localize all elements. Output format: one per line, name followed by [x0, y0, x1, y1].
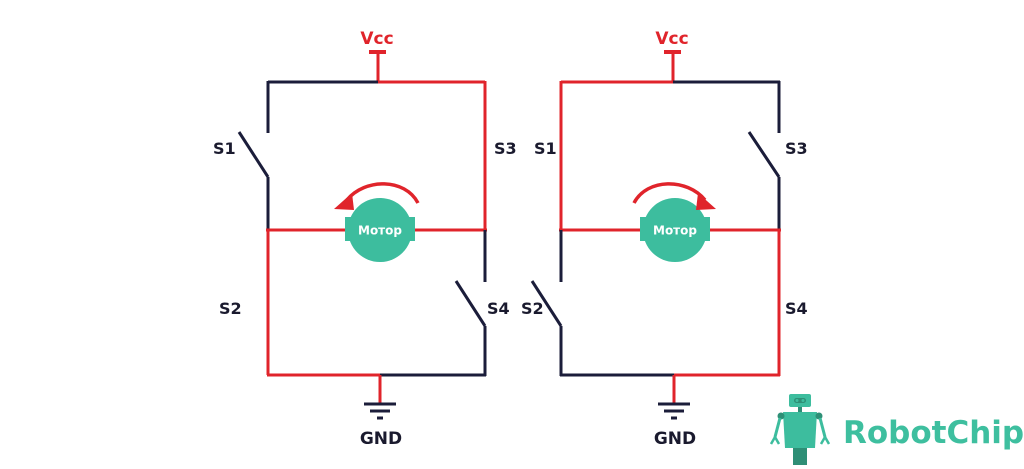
s3-switch-blade — [747, 131, 781, 178]
s4-switch-blade — [454, 280, 487, 327]
logo-text: RobotChip — [843, 415, 1024, 451]
circuit-right: Vcc GND S1 S2 S3 S4 — [521, 29, 808, 449]
motor: Мотор — [640, 198, 710, 262]
switch-label-s4: S4 — [785, 299, 808, 318]
motor-label: Мотор — [358, 224, 402, 238]
ground-symbol — [658, 402, 690, 420]
motor-label: Мотор — [653, 224, 697, 238]
robotchip-logo: RobotChip — [769, 394, 1024, 465]
s1-switch-blade — [237, 131, 270, 178]
rotation-arrow-ccw-icon — [334, 182, 420, 210]
ground-symbol — [364, 402, 396, 420]
switch-label-s2: S2 — [219, 299, 242, 318]
gnd-label: GND — [360, 429, 402, 449]
robot-icon — [769, 394, 831, 465]
switch-label-s3: S3 — [785, 139, 808, 158]
switch-label-s3: S3 — [494, 139, 517, 158]
motor: Мотор — [345, 198, 415, 262]
vcc-label: Vcc — [655, 29, 688, 49]
switch-label-s1: S1 — [534, 139, 557, 158]
switch-label-s2: S2 — [521, 299, 544, 318]
rotation-arrow-cw-icon — [632, 182, 716, 210]
circuit-left: Vcc GND S1 S2 S3 S4 — [213, 29, 517, 449]
vcc-label: Vcc — [360, 29, 393, 49]
switch-label-s4: S4 — [487, 299, 510, 318]
gnd-label: GND — [654, 429, 696, 449]
switch-label-s1: S1 — [213, 139, 236, 158]
s2-switch-blade — [530, 280, 563, 327]
